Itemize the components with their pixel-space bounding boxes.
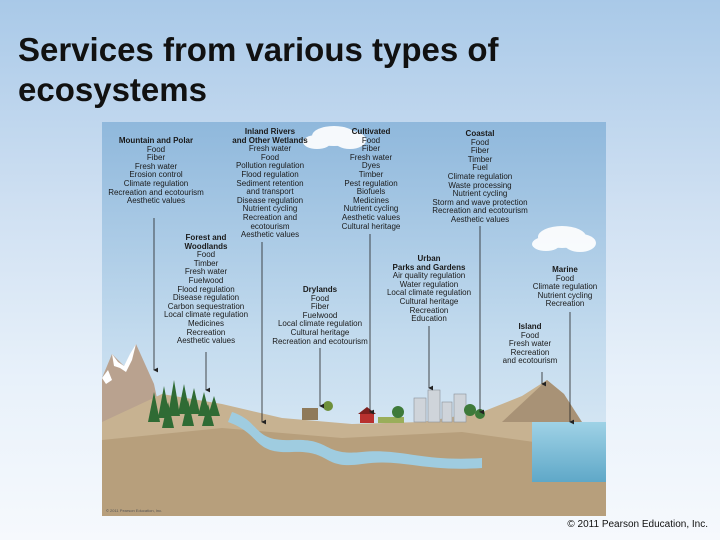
service: Timber	[467, 154, 493, 164]
service: Aesthetic values	[341, 212, 401, 222]
service: Local climate regulation	[277, 319, 363, 329]
service: Fresh water	[184, 267, 228, 277]
service: Pollution regulation	[235, 161, 305, 171]
service: Local climate regulation	[386, 288, 472, 298]
service: Recreation and ecotourism	[432, 206, 528, 216]
figure-credit: © 2011 Pearson Education, Inc.	[106, 508, 163, 513]
service: Food	[146, 144, 166, 154]
service: Food	[196, 250, 216, 260]
service: Fiber	[361, 144, 381, 154]
service: Carbon sequestration	[167, 301, 245, 311]
service: Nutrient cycling	[452, 189, 508, 199]
service: Flood regulation	[241, 169, 299, 179]
label-marine: Marine Food Climate regulation Nutrient …	[526, 265, 604, 309]
label-mountain-polar: Mountain and Polar Food Fiber Fresh wate…	[108, 136, 204, 206]
service: Timber	[193, 258, 219, 268]
service: Fresh water	[248, 144, 292, 154]
island	[502, 380, 582, 422]
service: Flood regulation	[177, 284, 235, 294]
service: Food	[260, 152, 280, 162]
service: Aesthetic values	[450, 214, 510, 224]
service: ecotourism	[250, 221, 290, 231]
service: Recreation	[409, 305, 449, 315]
river	[228, 412, 482, 469]
service: Nutrient cycling	[242, 204, 298, 214]
service: Aesthetic values	[176, 336, 236, 346]
slide-title: Services from various types of ecosystem…	[18, 31, 499, 108]
service: Sediment retention	[236, 178, 304, 188]
service: Fresh water	[508, 339, 552, 349]
service: Aesthetic values	[240, 230, 300, 240]
label-drylands: Drylands Food Fiber Fuelwood Local clima…	[266, 285, 374, 346]
label-coastal: Coastal Food Fiber Timber Fuel Climate r…	[424, 129, 536, 225]
service: Nutrient cycling	[343, 204, 399, 214]
service: Medicines	[352, 195, 389, 205]
service: Pest regulation	[344, 178, 398, 188]
service: Disease regulation	[236, 195, 304, 205]
service: Food	[470, 137, 490, 147]
service: Climate regulation	[447, 171, 513, 181]
service: Recreation	[186, 327, 226, 337]
label-cultivated: Cultivated Food Fiber Fresh water Dyes T…	[326, 127, 416, 231]
sea	[532, 422, 606, 482]
service: Erosion control	[129, 170, 183, 180]
service: Recreation and ecotourism	[272, 336, 368, 346]
service: Recreation	[545, 299, 585, 309]
service: Food	[520, 330, 540, 340]
service: Medicines	[187, 318, 224, 328]
service: Fuel	[472, 163, 488, 173]
service: Fiber	[470, 146, 490, 156]
label-island: Island Food Fresh water Recreation and e…	[494, 322, 566, 366]
service: Food	[310, 293, 330, 303]
service: Dyes	[361, 161, 381, 171]
service: Education	[411, 314, 447, 324]
service: Water regulation	[399, 279, 459, 289]
service: Waste processing	[448, 180, 512, 190]
service: Fresh water	[134, 161, 178, 171]
service: Climate regulation	[532, 282, 598, 292]
drylands	[302, 401, 333, 420]
pointer-arrows	[153, 218, 574, 425]
service: Recreation and ecotourism	[108, 187, 204, 197]
service: Air quality regulation	[392, 271, 466, 281]
service: Nutrient cycling	[537, 290, 593, 300]
ecosystem-services-figure: Mountain and Polar Food Fiber Fresh wate…	[102, 122, 606, 516]
service: Biofuels	[356, 187, 386, 197]
foreground-soil	[102, 428, 606, 516]
service: Aesthetic values	[126, 196, 186, 206]
service: Timber	[358, 169, 384, 179]
service: Storm and wave protection	[432, 197, 528, 207]
service: Recreation and	[242, 212, 298, 222]
service: and transport	[246, 187, 294, 197]
service: Local climate regulation	[163, 310, 249, 320]
label-forest-woodlands: Forest and Woodlands Food Timber Fresh w…	[158, 233, 254, 346]
landscape-illustration	[102, 122, 606, 516]
clouds	[303, 126, 596, 252]
service: Cultural heritage	[290, 327, 350, 337]
service: Cultural heritage	[341, 221, 401, 231]
label-inland-rivers: Inland Rivers and Other Wetlands Fresh w…	[220, 127, 320, 240]
forest	[148, 380, 220, 428]
service: Food	[361, 135, 381, 145]
service: Disease regulation	[172, 293, 240, 303]
service: Fuelwood	[302, 310, 338, 320]
service: Cultural heritage	[399, 296, 459, 306]
service: Recreation	[510, 347, 550, 357]
label-urban: Urban Parks and Gardens Air quality regu…	[382, 254, 476, 324]
service: Climate regulation	[123, 178, 189, 188]
service: Fiber	[310, 302, 330, 312]
service: Fresh water	[349, 152, 393, 162]
service: Food	[555, 273, 575, 283]
service: and ecotourism	[502, 356, 558, 366]
service: Fuelwood	[188, 275, 224, 285]
service: Fiber	[146, 153, 166, 163]
copyright-notice: © 2011 Pearson Education, Inc.	[567, 519, 708, 530]
